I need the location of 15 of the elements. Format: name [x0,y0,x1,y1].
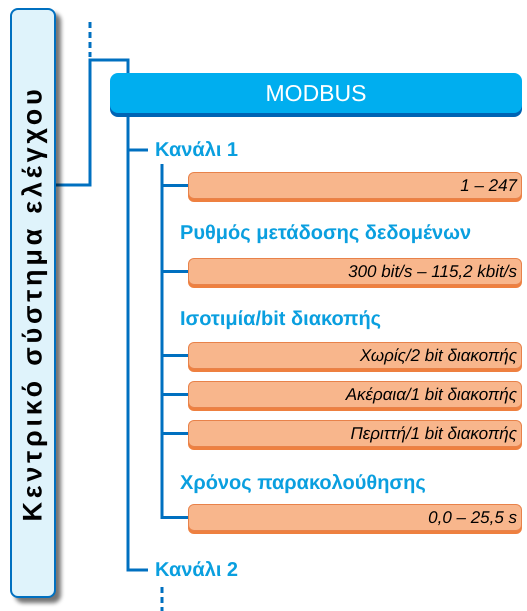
value-bar: 1 – 247 [188,172,522,199]
protocol-bar: MODBUS [110,73,522,113]
value-bar: 0,0 – 25,5 s [188,504,522,531]
system-box: Κεντρικό σύστημα ελέγχου [10,8,56,598]
value-bar: Περιττή/1 bit διακοπής [188,420,522,447]
group-heading: Χρόνος παρακολούθησης [180,471,426,496]
channel-heading: Κανάλι 1 [155,136,285,164]
value-bar: Ακέραια/1 bit διακοπής [188,381,522,408]
connector-line [56,58,130,186]
group-heading: Ρυθμός μετάδοσης δεδομένων [180,221,472,246]
channel-heading: Κανάλι 2 [155,556,285,584]
connector-line [160,164,188,519]
group-heading: Ισοτιμία/bit διακοπής [180,307,382,332]
value-bar: 300 bit/s – 115,2 kbit/s [188,258,522,285]
value-bar: Χωρίς/2 bit διακοπής [188,342,522,369]
